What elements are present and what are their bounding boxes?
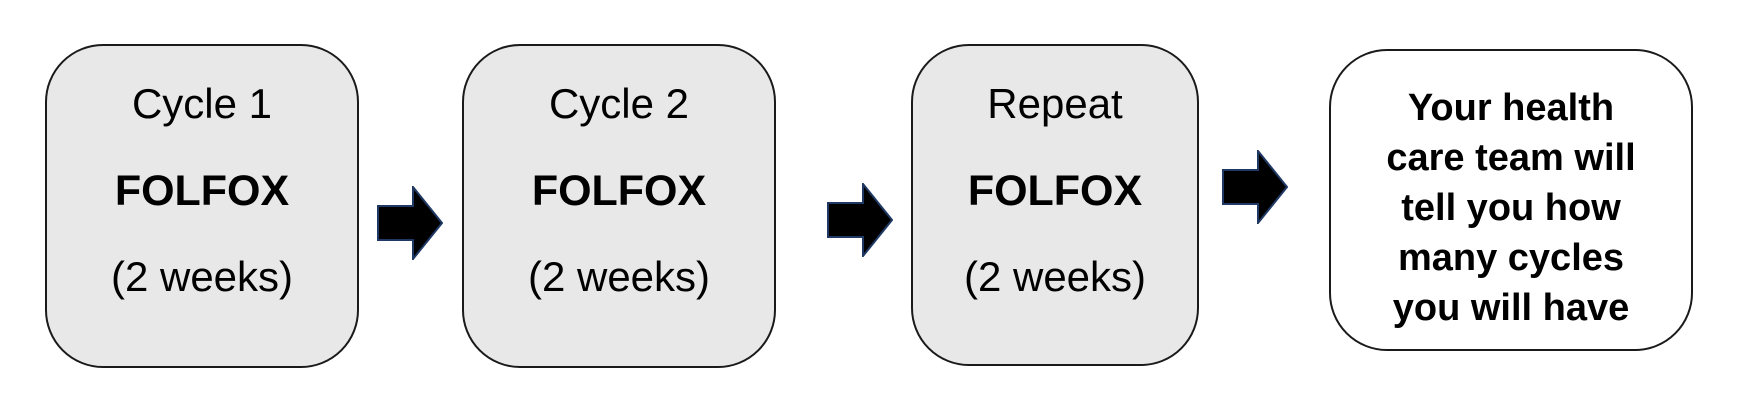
final-note-line: you will have (1392, 287, 1630, 329)
right-arrow-icon (827, 183, 893, 257)
step-box-cycle-2: Cycle 2 FOLFOX (2 weeks) (462, 44, 776, 368)
step-label: Repeat (987, 80, 1123, 127)
final-note-text: Your health care team will tell you how … (1331, 83, 1691, 333)
final-note-line: tell you how (1401, 187, 1621, 229)
step-box-repeat: Repeat FOLFOX (2 weeks) (911, 44, 1199, 366)
final-note-line: many cycles (1397, 237, 1625, 279)
final-note-line: care team will (1386, 137, 1636, 179)
final-note-box: Your health care team will tell you how … (1329, 49, 1693, 351)
step-regimen: FOLFOX (114, 167, 290, 215)
step-label: Cycle 1 (131, 80, 273, 127)
step-duration: (2 weeks) (527, 253, 711, 300)
final-note-line: Your health (1407, 87, 1615, 129)
step-regimen: FOLFOX (531, 167, 707, 215)
step-duration: (2 weeks) (110, 253, 294, 300)
step-label: Cycle 2 (548, 80, 690, 127)
step-box-cycle-1: Cycle 1 FOLFOX (2 weeks) (45, 44, 359, 368)
step-regimen: FOLFOX (967, 167, 1143, 215)
right-arrow-icon (377, 186, 443, 260)
right-arrow-icon (1222, 150, 1288, 224)
step-duration: (2 weeks) (963, 253, 1147, 300)
